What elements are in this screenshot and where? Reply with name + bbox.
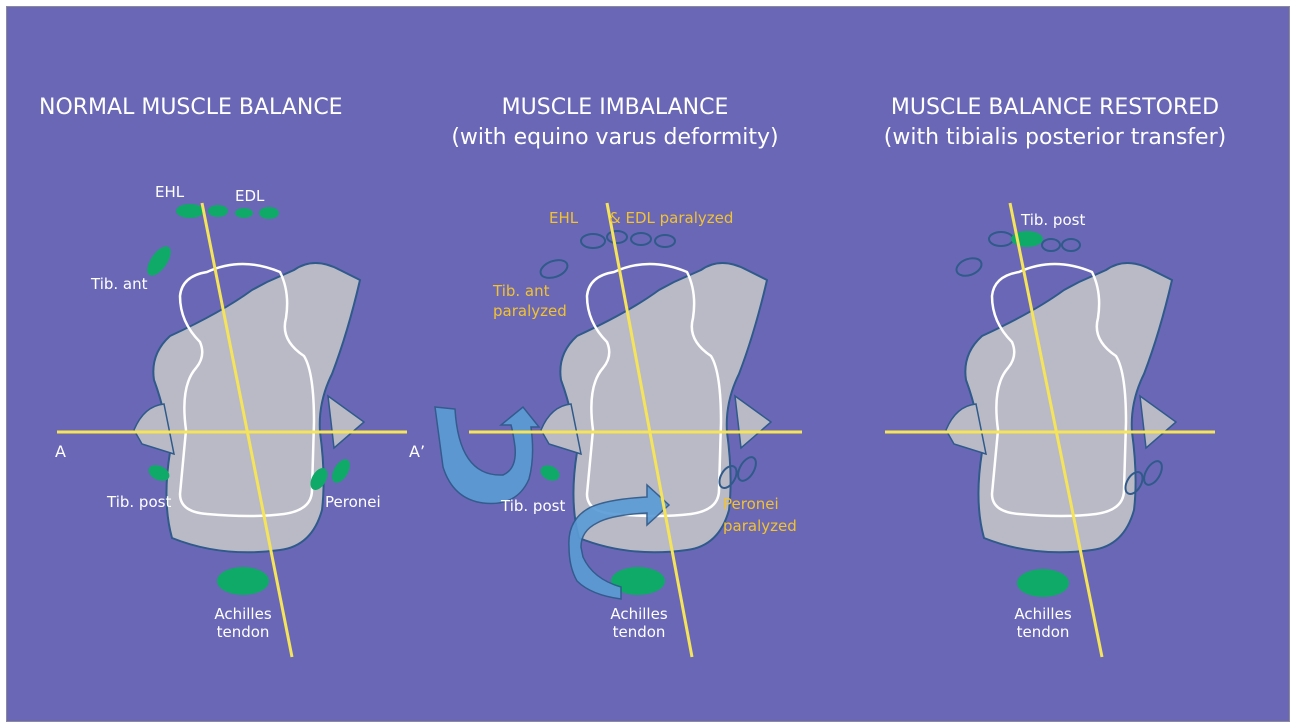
panel-3-subtitle: (with tibialis posterior transfer) (865, 123, 1245, 153)
panel-normal-foot (57, 203, 407, 657)
panel-3-title: MUSCLE BALANCE RESTORED (865, 93, 1245, 123)
ehl-muscle-paralyzed (581, 234, 605, 248)
label-peronei: Peronei (325, 493, 381, 511)
label-edl-paralyzed: & EDL paralyzed (609, 209, 733, 227)
panel-2-title: MUSCLE IMBALANCE (443, 93, 787, 123)
tib-post-muscle-imbalance (538, 462, 562, 483)
peroneus-muscle-2-normal (328, 456, 353, 486)
edl-muscle-2-paralyzed-restored (1062, 239, 1080, 251)
tib-ant-muscle-normal (143, 242, 176, 279)
label-axis-a: A (55, 443, 66, 461)
edl-muscle-3-normal (259, 207, 279, 219)
panel-1-title: NORMAL MUSCLE BALANCE (39, 93, 343, 123)
tib-ant-muscle-paralyzed (538, 257, 570, 282)
edl-muscle-1-normal (208, 205, 228, 217)
panel-imbalance-foot (435, 203, 802, 657)
edl-muscle-2-paralyzed (631, 233, 651, 245)
label-tib-post-restored: Tib. post (1021, 211, 1085, 229)
peroneus-muscle-2-paralyzed-restored (1140, 458, 1165, 488)
edl-muscle-3-paralyzed (655, 235, 675, 247)
label-axis-a-prime: A’ (409, 443, 425, 461)
foot-cross-section-restored (946, 263, 1176, 552)
ehl-muscle-paralyzed-restored (989, 232, 1013, 246)
label-ehl-paralyzed: EHL (549, 209, 578, 227)
panel-restored-foot (885, 203, 1215, 657)
label-tib-post-imbalance: Tib. post (501, 497, 565, 515)
label-ehl: EHL (155, 183, 184, 201)
label-tib-ant-paralyzed: Tib. ant paralyzed (493, 281, 567, 321)
achilles-tendon-normal (217, 567, 269, 595)
edl-muscle-2-normal (235, 208, 253, 218)
panel-2-subtitle: (with equino varus deformity) (443, 123, 787, 153)
edl-muscle-1-paralyzed (607, 231, 627, 243)
label-edl: EDL (235, 187, 264, 205)
label-peronei-paralyzed: Peronei paralyzed (723, 493, 797, 537)
label-achilles-tendon: Achilles tendon (203, 605, 283, 641)
achilles-tendon-restored (1017, 569, 1069, 597)
edl-muscle-1-paralyzed-restored (1042, 239, 1060, 251)
label-achilles-tendon-imbalance: Achilles tendon (599, 605, 679, 641)
label-tib-ant: Tib. ant (91, 275, 148, 293)
slide-canvas: NORMAL MUSCLE BALANCE MUSCLE IMBALANCE (… (6, 6, 1290, 722)
label-achilles-tendon-restored: Achilles tendon (1003, 605, 1083, 641)
tib-ant-muscle-paralyzed-restored (954, 255, 984, 279)
peroneus-muscle-2-paralyzed (734, 454, 759, 484)
label-tib-post: Tib. post (107, 493, 171, 511)
ehl-muscle-normal (176, 204, 204, 218)
tib-ant-rotation-arrow (435, 407, 539, 504)
